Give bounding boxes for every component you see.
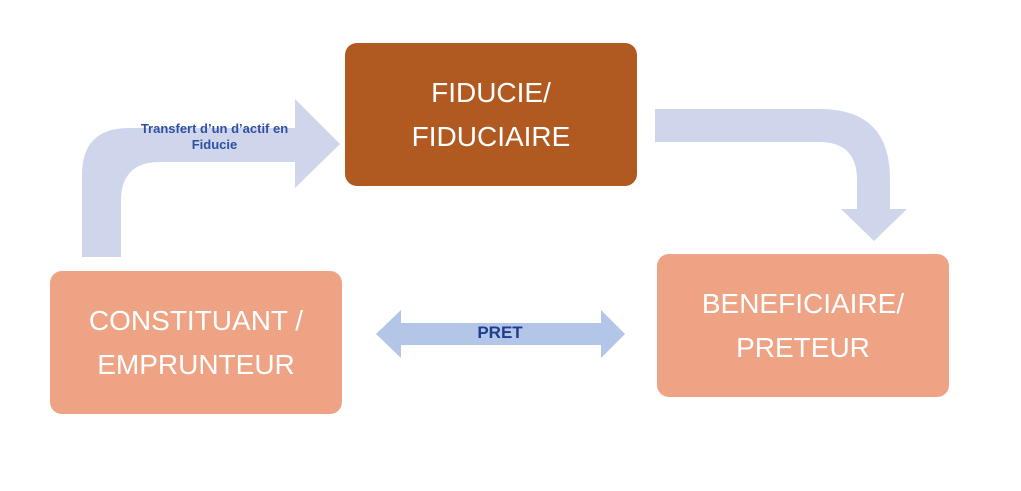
fiducie-line1: FIDUCIE/ <box>431 77 551 109</box>
fiducie-fiduciaire-box: FIDUCIE/ FIDUCIAIRE <box>345 43 637 186</box>
beneficiaire-line2: PRETEUR <box>736 331 870 363</box>
constituant-line2: EMPRUNTEUR <box>97 348 295 380</box>
constituant-emprunteur-box: CONSTITUANT / EMPRUNTEUR <box>50 271 342 414</box>
loan-double-arrow <box>376 310 625 358</box>
beneficiaire-line1: BENEFICIAIRE/ <box>701 288 905 320</box>
loan-arrow-label: PRET <box>477 323 523 342</box>
transfer-arrow <box>82 99 340 257</box>
constituant-line1: CONSTITUANT / <box>88 305 304 337</box>
transfer-label-line1: Transfert d’un d’actif en <box>140 121 289 136</box>
beneficiaire-preteur-box: BENEFICIAIRE/ PRETEUR <box>657 254 949 397</box>
transfer-label-line2: Fiducie <box>191 137 238 152</box>
fiducie-line2: FIDUCIAIRE <box>411 120 571 152</box>
distribution-arrow <box>655 109 907 241</box>
transfer-arrow-label: Transfert d’un d’actif en Fiducie <box>112 121 317 153</box>
